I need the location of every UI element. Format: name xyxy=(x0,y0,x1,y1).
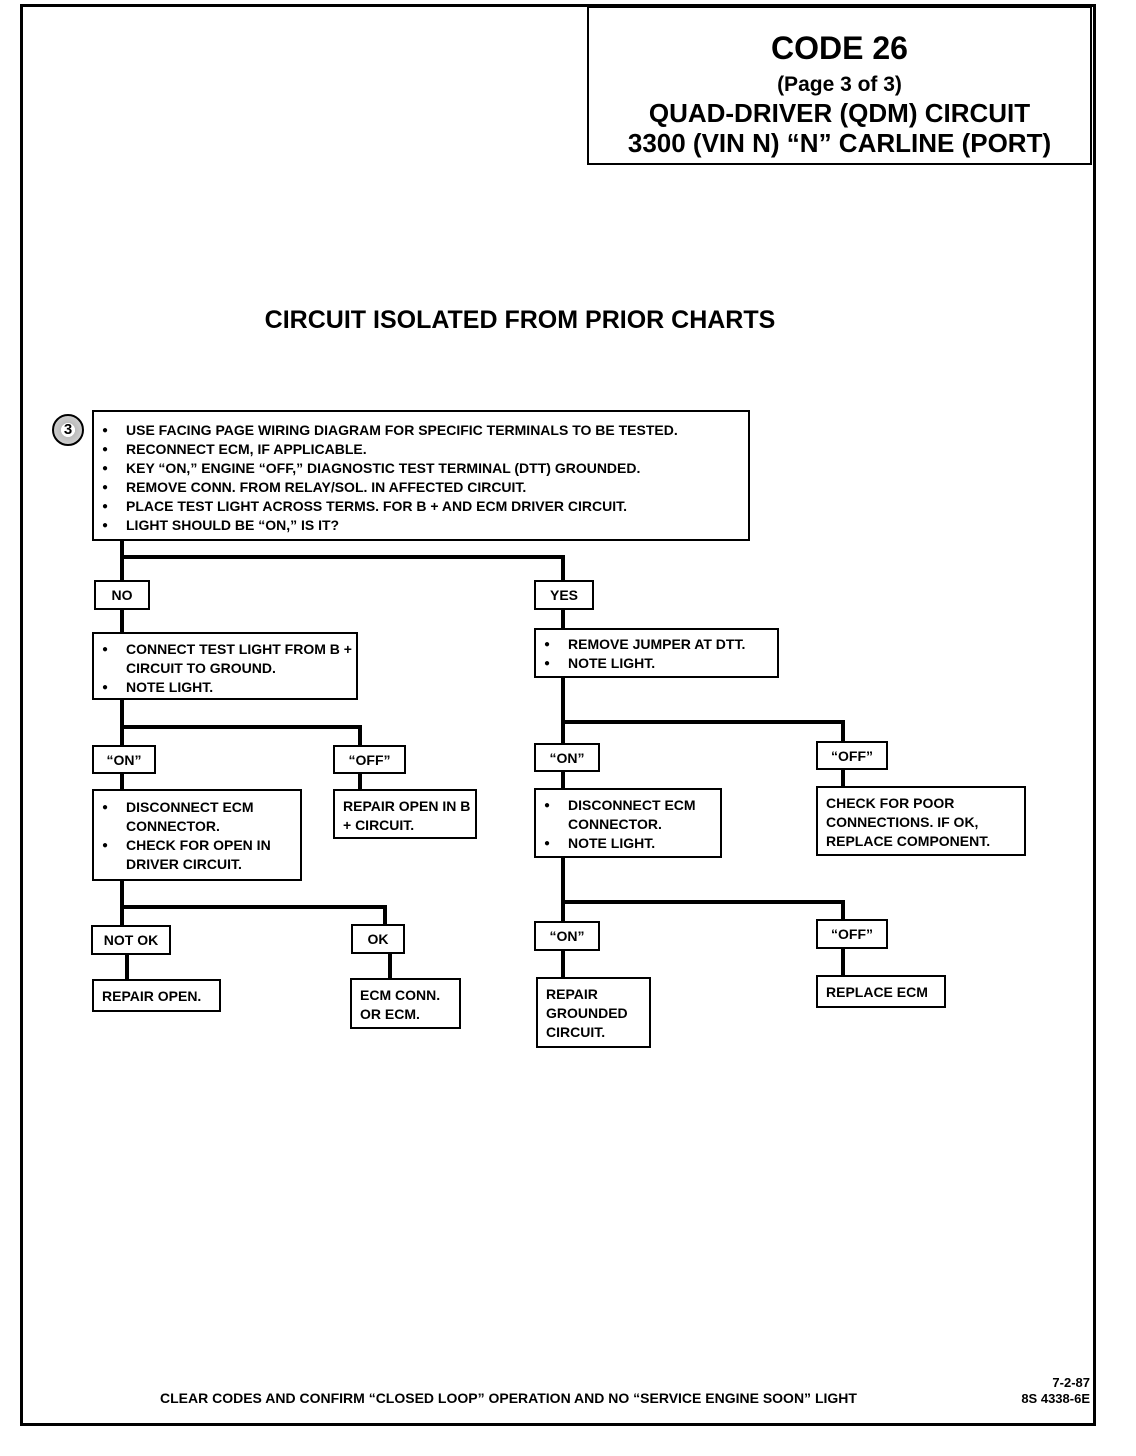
remove-jumper-box: REMOVE JUMPER AT DTT. NOTE LIGHT. xyxy=(534,628,779,678)
chart-title: CIRCUIT ISOLATED FROM PRIOR CHARTS xyxy=(264,306,776,334)
step-item: DISCONNECT ECM CONNECTOR. xyxy=(536,796,720,834)
page-indicator: (Page 3 of 3) xyxy=(777,73,902,96)
label-ok: OK xyxy=(351,924,405,954)
circuit-name: QUAD-DRIVER (QDM) CIRCUIT xyxy=(648,98,1031,128)
label-yes: YES xyxy=(534,580,594,610)
doc-date-block: 7-2-87 8S 4338-6E xyxy=(1000,1375,1090,1407)
step-item: CONNECT TEST LIGHT FROM B + CIRCUIT TO G… xyxy=(94,640,356,678)
start-item: REMOVE CONN. FROM RELAY/SOL. IN AFFECTED… xyxy=(94,478,748,497)
repair-grounded-box: REPAIR GROUNDED CIRCUIT. xyxy=(536,977,651,1048)
header-box: CODE 26 (Page 3 of 3) QUAD-DRIVER (QDM) … xyxy=(587,6,1092,165)
connector-left-split xyxy=(120,698,362,745)
connector-right-split xyxy=(561,677,845,742)
disconnect-ecm-left-box: DISCONNECT ECM CONNECTOR. CHECK FOR OPEN… xyxy=(92,789,302,881)
label-no: NO xyxy=(94,580,150,610)
step-item: REMOVE JUMPER AT DTT. xyxy=(536,635,777,654)
result-text: REPAIR GROUNDED CIRCUIT. xyxy=(546,986,628,1040)
connector-start-split xyxy=(120,540,565,582)
doc-date: 7-2-87 xyxy=(1052,1375,1090,1390)
footer-note: CLEAR CODES AND CONFIRM “CLOSED LOOP” OP… xyxy=(160,1390,857,1406)
step-item: CHECK FOR OPEN IN DRIVER CIRCUIT. xyxy=(94,836,300,874)
label-not-ok: NOT OK xyxy=(91,925,171,955)
step-item: NOTE LIGHT. xyxy=(94,678,356,697)
label-right-off: “OFF” xyxy=(816,741,888,770)
result-text: REPAIR OPEN IN B + CIRCUIT. xyxy=(343,798,471,833)
label-right-on: “ON” xyxy=(534,743,600,772)
step-number-badge: 3 xyxy=(52,414,84,446)
doc-number: 8S 4338-6E xyxy=(1021,1391,1090,1406)
connect-test-light-box: CONNECT TEST LIGHT FROM B + CIRCUIT TO G… xyxy=(92,632,358,700)
label-left-off: “OFF” xyxy=(333,745,406,774)
check-poor-connections-box: CHECK FOR POOR CONNECTIONS. IF OK, REPLA… xyxy=(816,786,1026,856)
repair-open-b-box: REPAIR OPEN IN B + CIRCUIT. xyxy=(333,789,477,839)
step-item: NOTE LIGHT. xyxy=(536,654,777,673)
replace-ecm-box: REPLACE ECM xyxy=(816,975,946,1008)
label-right-off2: “OFF” xyxy=(816,919,888,949)
result-text: ECM CONN. OR ECM. xyxy=(360,987,441,1022)
page-border xyxy=(20,4,1096,1426)
start-item: USE FACING PAGE WIRING DIAGRAM FOR SPECI… xyxy=(94,421,748,440)
result-text: REPAIR OPEN. xyxy=(102,988,202,1004)
start-item: LIGHT SHOULD BE “ON,” IS IT? xyxy=(94,516,748,535)
connector-left-split2 xyxy=(120,880,387,925)
step-item: DISCONNECT ECM CONNECTOR. xyxy=(94,798,300,836)
result-text: REPLACE ECM xyxy=(826,984,928,1000)
engine-info: 3300 (VIN N) “N” CARLINE (PORT) xyxy=(627,128,1052,158)
disconnect-ecm-right-box: DISCONNECT ECM CONNECTOR. NOTE LIGHT. xyxy=(534,788,722,858)
start-item: PLACE TEST LIGHT ACROSS TERMS. FOR B + A… xyxy=(94,497,748,516)
step-item: NOTE LIGHT. xyxy=(536,834,720,853)
start-instructions-box: USE FACING PAGE WIRING DIAGRAM FOR SPECI… xyxy=(92,410,750,541)
result-text: CHECK FOR POOR CONNECTIONS. IF OK, REPLA… xyxy=(826,795,991,849)
repair-open-box: REPAIR OPEN. xyxy=(92,979,221,1012)
label-left-on: “ON” xyxy=(92,745,156,774)
label-right-on2: “ON” xyxy=(534,921,600,951)
connector-right-split2 xyxy=(561,858,845,920)
start-item: KEY “ON,” ENGINE “OFF,” DIAGNOSTIC TEST … xyxy=(94,459,748,478)
start-item: RECONNECT ECM, IF APPLICABLE. xyxy=(94,440,748,459)
ecm-conn-box: ECM CONN. OR ECM. xyxy=(350,978,461,1029)
code-title: CODE 26 xyxy=(771,30,908,66)
